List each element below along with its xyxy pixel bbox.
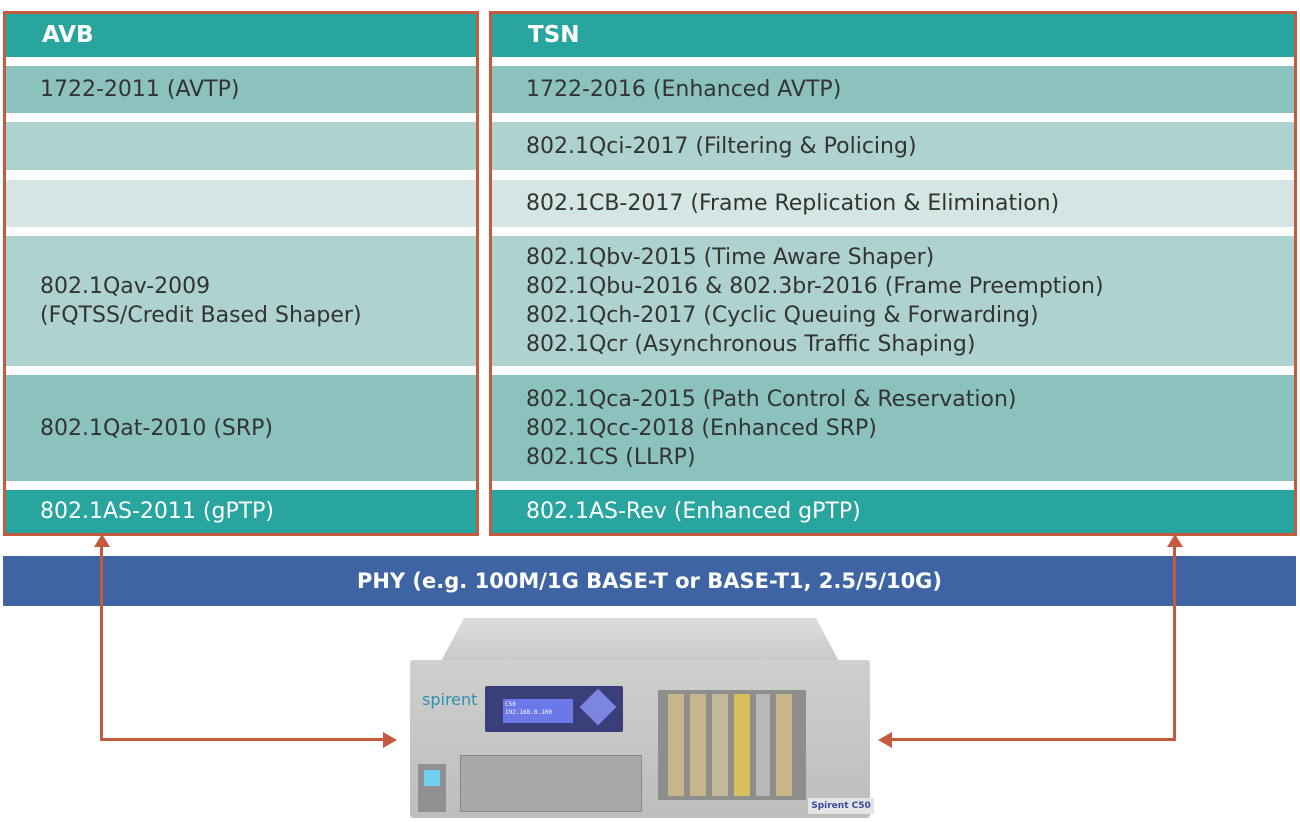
lcd-line: C50 (505, 701, 516, 708)
phy-bar: PHY (e.g. 100M/1G BASE-T or BASE-T1, 2.5… (3, 556, 1296, 606)
card-slots (658, 690, 806, 800)
row-line: 802.1Qbv-2015 (Time Aware Shaper) (526, 245, 935, 270)
row-line: 802.1Qch-2017 (Cyclic Queuing & Forwardi… (526, 303, 1039, 328)
left-arrow-line (100, 738, 385, 741)
left-arrow-line (100, 545, 103, 741)
avb-row-empty (6, 180, 476, 227)
row-line: 802.1Qcr (Asynchronous Traffic Shaping) (526, 332, 976, 357)
row-line: 802.1AS-Rev (Enhanced gPTP) (526, 499, 861, 524)
tsn-header: TSN (492, 14, 1294, 57)
row-line: 1722-2016 (Enhanced AVTP) (526, 77, 842, 102)
right-arrow-line (1173, 545, 1176, 741)
row-line: (FQTSS/Credit Based Shaper) (40, 303, 362, 328)
avb-row-qav: 802.1Qav-2009 (FQTSS/Credit Based Shaper) (6, 236, 476, 366)
tsn-row: 802.1Qca-2015 (Path Control & Reservatio… (492, 375, 1294, 481)
io-ports (460, 755, 642, 812)
lcd-line: 192.168.0.100 (505, 709, 552, 716)
avb-row-empty (6, 122, 476, 170)
tsn-row: 802.1CB-2017 (Frame Replication & Elimin… (492, 180, 1294, 227)
row-line: 802.1Qbu-2016 & 802.3br-2016 (Frame Pree… (526, 274, 1104, 299)
arrow-right-icon (383, 732, 397, 748)
row-line: 802.1Qca-2015 (Path Control & Reservatio… (526, 386, 1017, 412)
model-label: Spirent C50 (808, 798, 874, 814)
right-arrow-line (890, 738, 1176, 741)
power-button (418, 764, 446, 812)
row-line: 802.1Qav-2009 (40, 274, 211, 299)
arrow-up-icon (94, 534, 110, 547)
spirent-logo: spirent (422, 690, 478, 709)
nav-keypad-icon (579, 688, 617, 726)
avb-row-avtp: 1722-2011 (AVTP) (6, 66, 476, 113)
arrow-left-icon (878, 732, 892, 748)
row-line: 802.1CS (LLRP) (526, 444, 696, 470)
spirent-c50-device: spirent C50 192.168.0.100 Spirent C50 (400, 618, 880, 818)
lcd-panel: C50 192.168.0.100 (485, 686, 623, 732)
row-line: 802.1Qci-2017 (Filtering & Policing) (526, 133, 917, 159)
row-line: 802.1Qcc-2018 (Enhanced SRP) (526, 415, 877, 441)
avb-panel: AVB 1722-2011 (AVTP) 802.1Qav-2009 (FQTSS… (3, 11, 479, 536)
row-line: 802.1CB-2017 (Frame Replication & Elimin… (526, 191, 1060, 216)
tsn-row-gptp: 802.1AS-Rev (Enhanced gPTP) (492, 490, 1294, 533)
avb-row-gptp: 802.1AS-2011 (gPTP) (6, 490, 476, 533)
avb-header: AVB (6, 14, 476, 57)
tsn-row: 802.1Qbv-2015 (Time Aware Shaper) 802.1Q… (492, 236, 1294, 366)
tsn-row: 802.1Qci-2017 (Filtering & Policing) (492, 122, 1294, 170)
arrow-up-icon (1167, 534, 1183, 547)
tsn-row: 1722-2016 (Enhanced AVTP) (492, 66, 1294, 113)
tsn-panel: TSN 1722-2016 (Enhanced AVTP) 802.1Qci-2… (489, 11, 1297, 536)
avb-row-qat: 802.1Qat-2010 (SRP) (6, 375, 476, 481)
